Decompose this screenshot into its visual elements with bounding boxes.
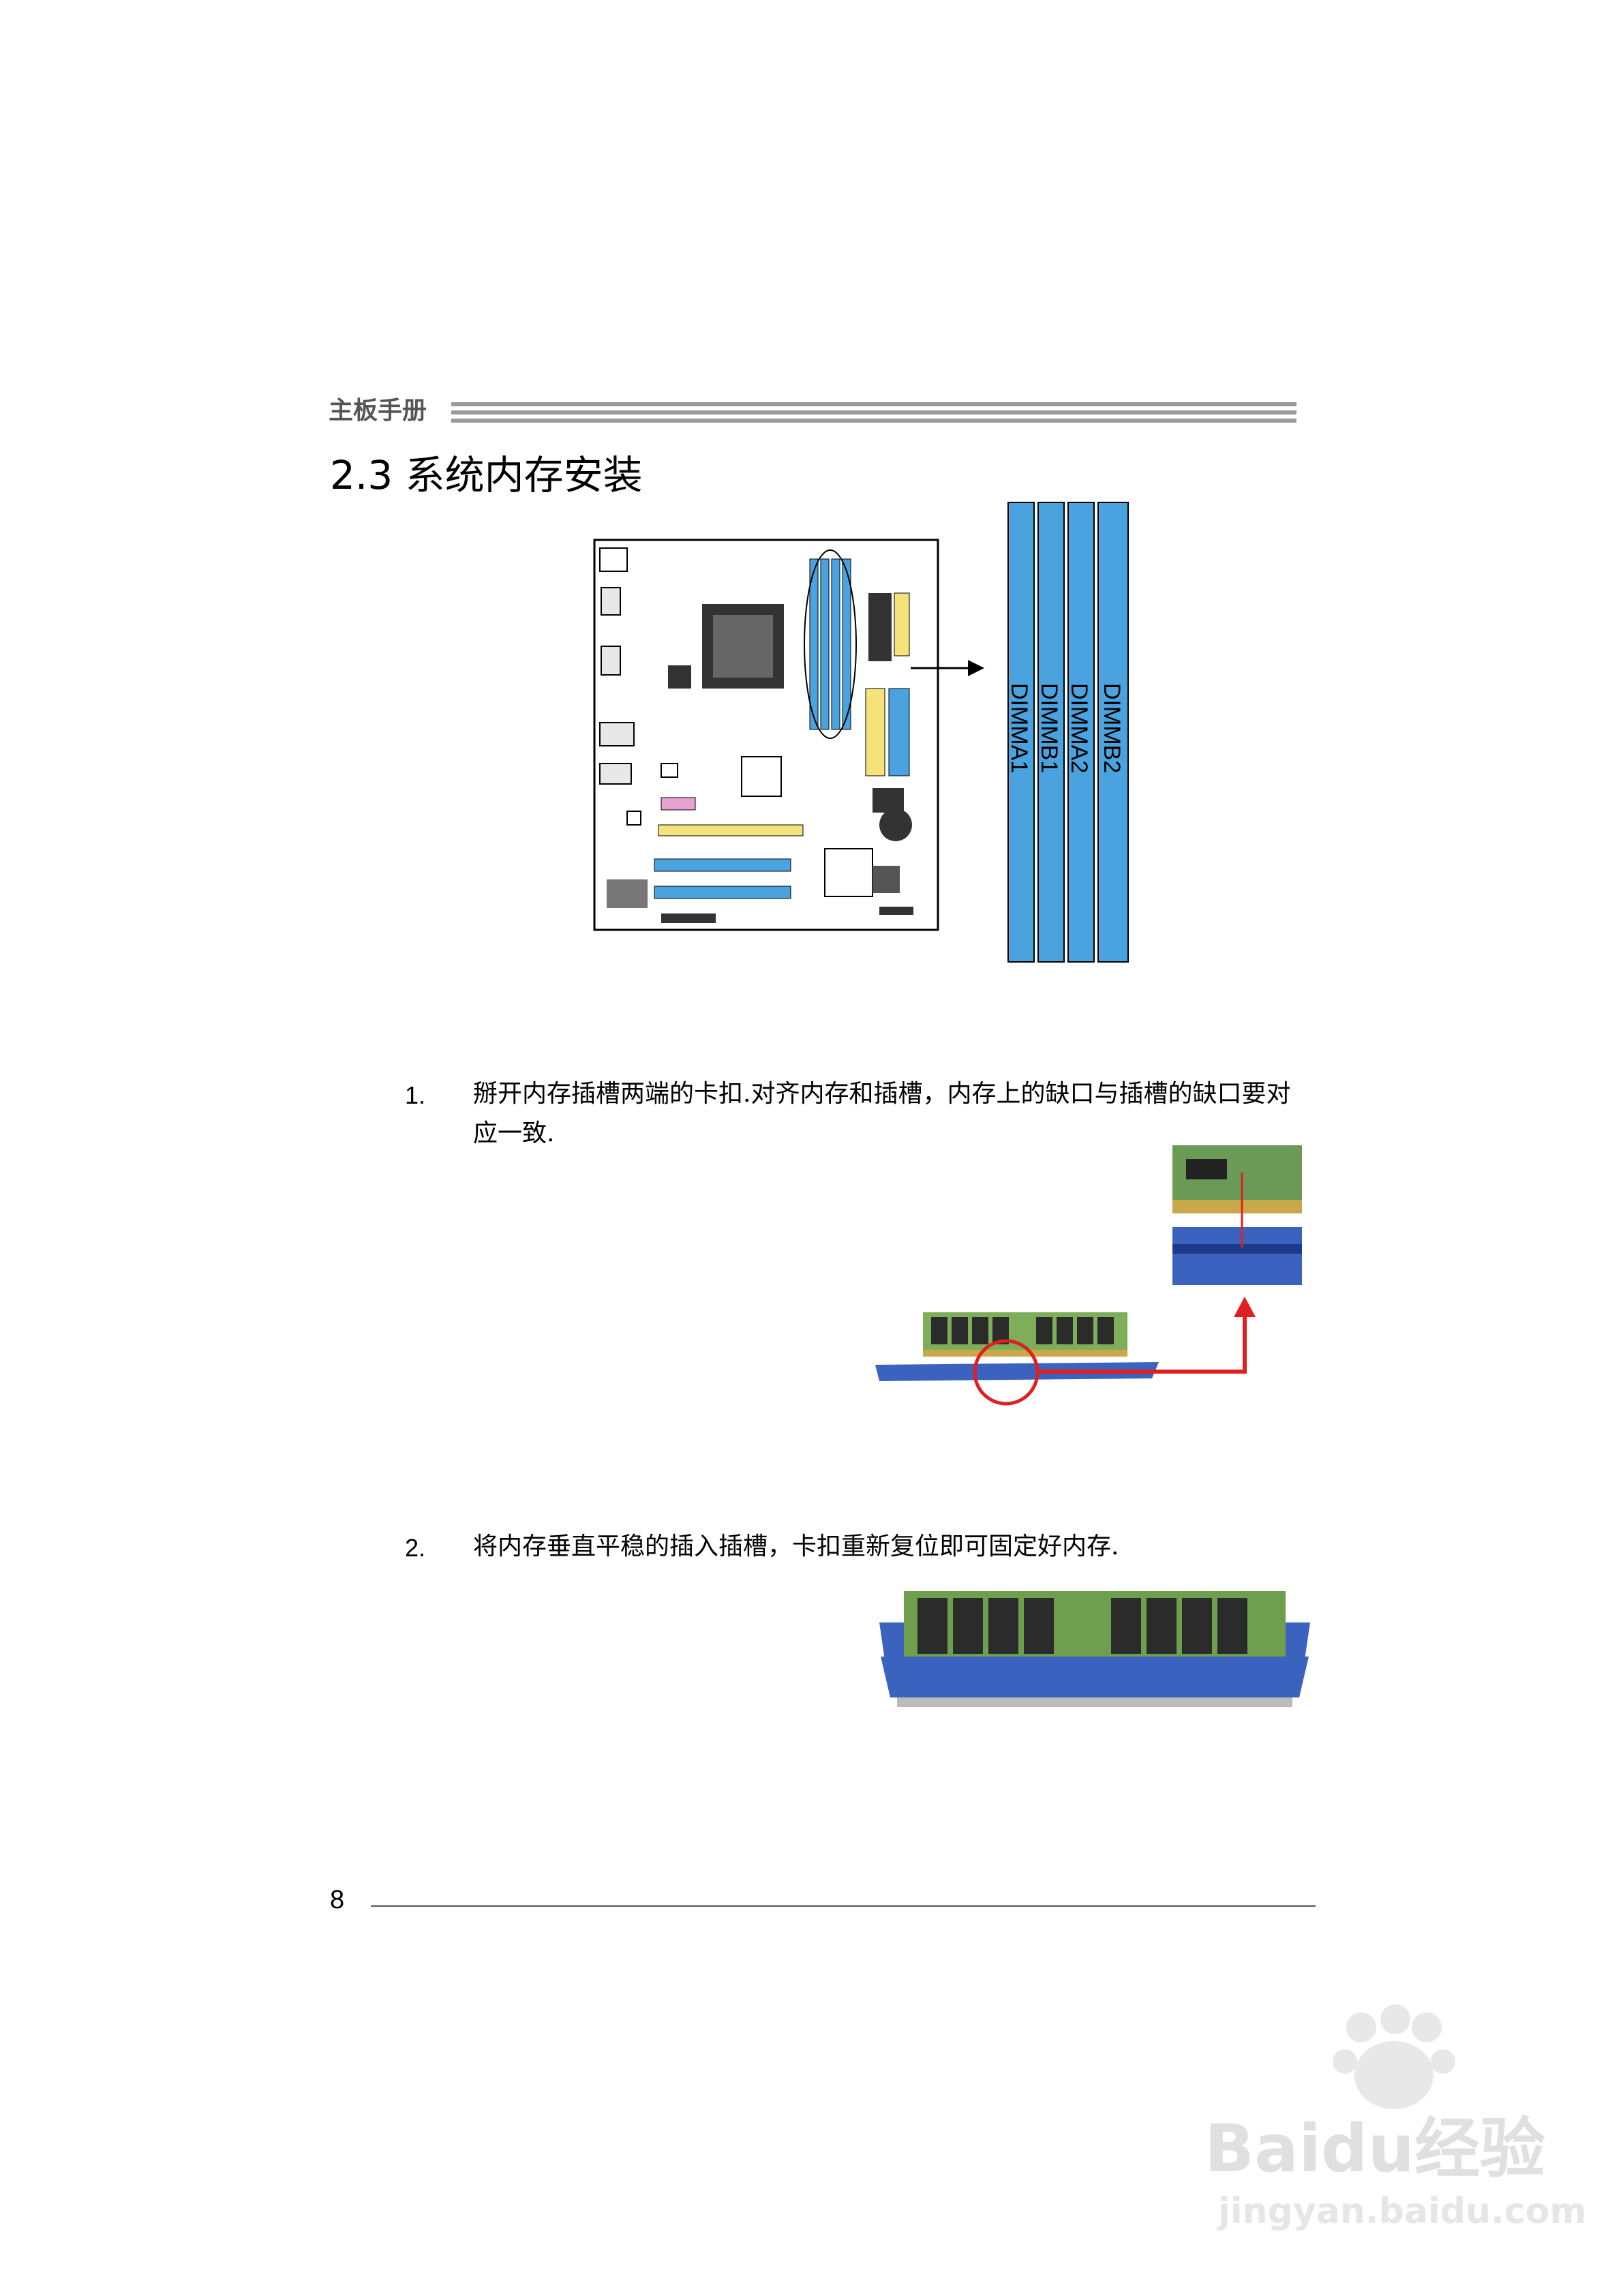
dimm-slot-group: [804, 549, 857, 739]
motherboard-diagram: [593, 539, 939, 931]
section-title: 2.3 系统内存安装: [330, 452, 643, 498]
memory-installed-photo: [879, 1591, 1310, 1707]
header-rule: [451, 402, 1296, 424]
dimm-slots-enlarged: DIMMA1 DIMMB1 DIMMA2 DIMMB2: [1006, 502, 1129, 963]
dimm-slot-a1: DIMMA1: [1006, 502, 1035, 963]
step-1-text: 掰开内存插槽两端的卡扣.对齐内存和插槽，内存上的缺口与插槽的缺口要对应一致.: [473, 1080, 1291, 1147]
watermark-brand: Baidu经验: [1204, 2111, 1545, 2187]
step-2-text: 将内存垂直平稳的插入插槽，卡扣重新复位即可固定好内存.: [473, 1532, 1119, 1560]
paw-icon: [1333, 2004, 1455, 2109]
baidu-watermark: Baidu经验 jingyan.baidu.com: [1191, 2000, 1587, 2252]
watermark-url: jingyan.baidu.com: [1218, 2191, 1587, 2232]
manual-header-label: 主板手册: [329, 397, 427, 425]
diagram-arrow: [911, 660, 984, 676]
dimm-slot-b1: DIMMB1: [1036, 502, 1065, 963]
dimm-slot-b2: DIMMB2: [1097, 502, 1129, 963]
page-number: 8: [330, 1886, 345, 1914]
memory-alignment-photo: [875, 1145, 1302, 1406]
dimm-slot-a2: DIMMA2: [1066, 502, 1095, 963]
footer-rule: [371, 1905, 1316, 1907]
step-1-number: 1.: [405, 1081, 426, 1109]
step-2-number: 2.: [405, 1534, 426, 1562]
